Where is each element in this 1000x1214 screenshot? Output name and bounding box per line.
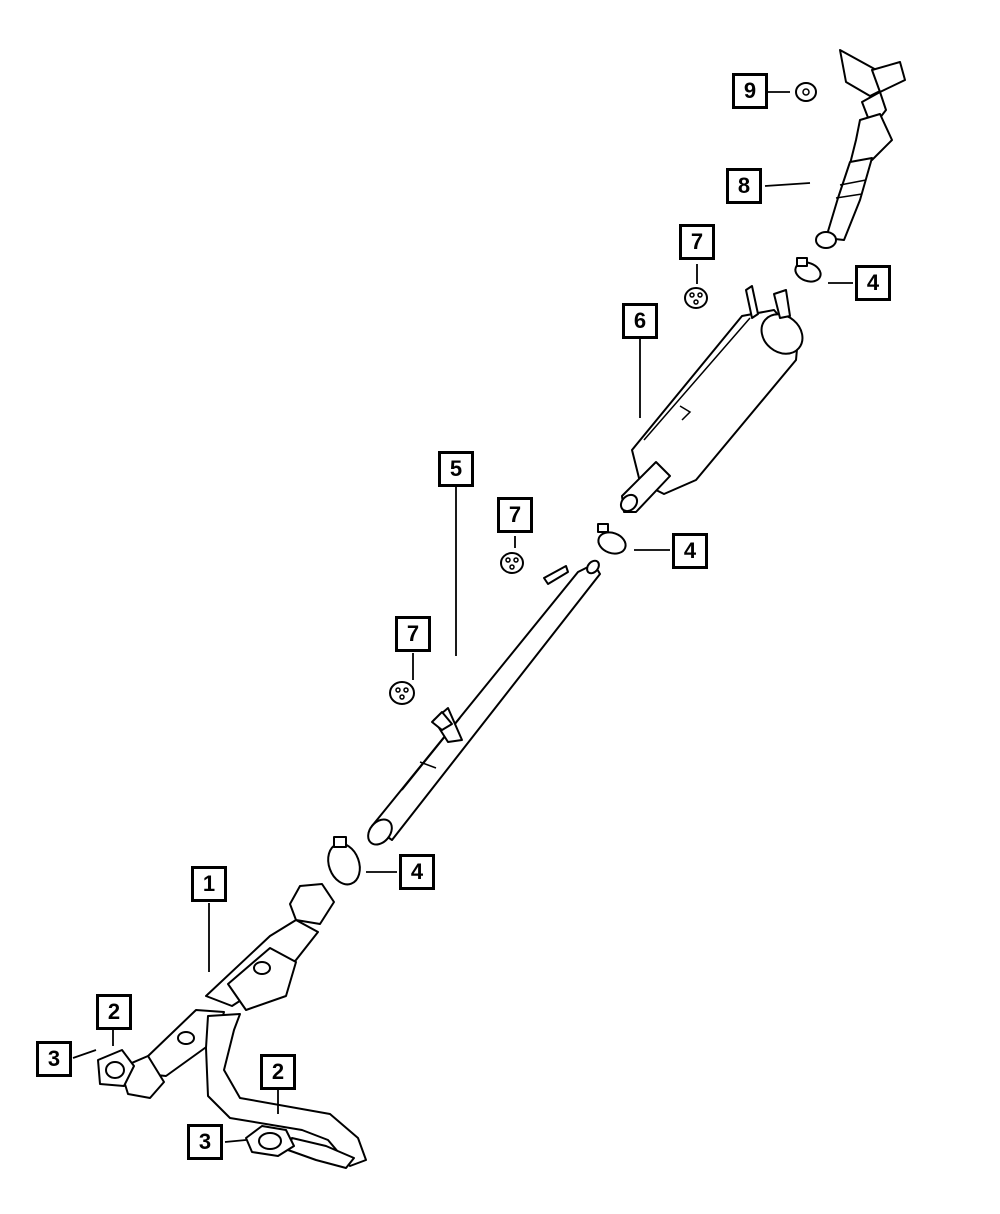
tailpipe-drawing <box>815 49 906 249</box>
clamp-lower-drawing <box>327 836 361 886</box>
muffler-drawing <box>619 285 804 513</box>
isolator-lower-drawing <box>389 681 415 705</box>
isolator-upper-drawing <box>684 287 708 309</box>
clamp-upper-drawing <box>794 257 822 283</box>
callout-8: 8 <box>726 168 762 204</box>
callout-6: 6 <box>622 303 658 339</box>
callout-5: 5 <box>438 451 474 487</box>
callout-3: 3 <box>36 1041 72 1077</box>
clamp-middle-drawing <box>597 523 627 555</box>
isolator-middle-drawing <box>500 552 524 574</box>
leader-lines <box>72 91 853 1143</box>
callout-7: 7 <box>679 224 715 260</box>
callout-4: 4 <box>855 265 891 301</box>
callout-7: 7 <box>497 497 533 533</box>
callout-1: 1 <box>191 866 227 902</box>
callout-4: 4 <box>672 533 708 569</box>
callout-3: 3 <box>187 1124 223 1160</box>
callout-2: 2 <box>96 994 132 1030</box>
isolator-small-drawing <box>795 82 817 102</box>
flange-gasket-left-drawing <box>97 1049 135 1087</box>
intermediate-pipe-drawing <box>367 559 601 846</box>
callout-7: 7 <box>395 616 431 652</box>
catalytic-converter-drawing <box>119 883 367 1169</box>
callout-4: 4 <box>399 854 435 890</box>
flange-gasket-right-drawing <box>245 1125 295 1157</box>
callout-2: 2 <box>260 1054 296 1090</box>
callout-9: 9 <box>732 73 768 109</box>
